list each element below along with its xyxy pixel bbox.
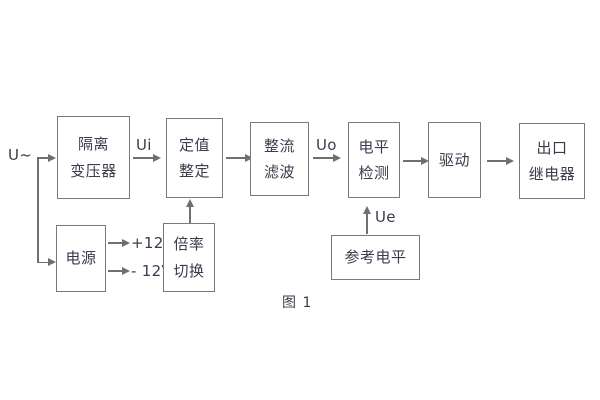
- block-isolation-transformer-line-1: 隔离: [77, 135, 109, 154]
- block-multiplier-switch-line-1: 倍率: [173, 235, 205, 254]
- block-output-relay-line-1: 出口: [536, 138, 568, 157]
- arrow-drive-to-relay-line: [487, 160, 508, 162]
- block-level-detection[interactable]: 电平 检测: [348, 122, 400, 198]
- arrow-drive-to-relay-head: [506, 156, 514, 165]
- block-setting-value-line-1: 定值: [178, 135, 210, 154]
- arrow-transformer-to-setting-head: [153, 153, 161, 162]
- block-rectify-filter-line-1: 整流: [263, 136, 295, 155]
- block-setting-value[interactable]: 定值 整定: [166, 118, 223, 198]
- arrow-level-to-drive-head: [421, 156, 429, 165]
- block-reference-level-line-1: 参考电平: [344, 248, 407, 267]
- block-drive[interactable]: 驱动: [428, 122, 481, 198]
- block-level-detection-line-2: 检测: [358, 164, 390, 182]
- arrow-transformer-to-setting-line: [133, 157, 155, 159]
- block-isolation-transformer-line-2: 变压器: [70, 161, 117, 180]
- arrow-setting-to-rectify-head: [245, 153, 253, 162]
- arrow-reference-to-level-line: [366, 213, 368, 234]
- input-voltage-label: Ui: [136, 136, 152, 154]
- block-isolation-transformer[interactable]: 隔离 变压器: [57, 116, 130, 199]
- source-voltage-label: U~: [8, 146, 33, 164]
- arrow-multiplier-to-setting-line: [189, 206, 191, 223]
- arrow-supply-negative-line: [108, 270, 124, 272]
- source-branch-trunk: [37, 157, 39, 263]
- arrow-rectify-to-level-line: [313, 157, 335, 159]
- figure-caption: 图 1: [282, 295, 313, 311]
- arrow-supply-positive-head: [122, 238, 130, 247]
- output-voltage-label: Uo: [316, 136, 337, 154]
- block-reference-level[interactable]: 参考电平: [331, 235, 420, 280]
- block-drive-line-1: 驱动: [438, 150, 470, 169]
- arrow-rectify-to-level-head: [333, 153, 341, 162]
- source-branch-bottom-arrow: [48, 258, 56, 266]
- arrow-reference-to-level-head: [362, 206, 371, 214]
- source-branch-bottom-line: [37, 261, 50, 263]
- block-multiplier-switch-line-2: 切换: [173, 261, 205, 280]
- block-rectify-filter-line-2: 滤波: [263, 163, 295, 181]
- supply-negative-label: - 12V: [131, 262, 173, 280]
- block-output-relay-line-2: 继电器: [528, 165, 576, 183]
- source-branch-top-line: [37, 157, 50, 159]
- block-multiplier-switch[interactable]: 倍率 切换: [163, 223, 215, 292]
- block-output-relay[interactable]: 出口 继电器: [519, 123, 585, 199]
- block-power-supply[interactable]: 电源: [56, 225, 106, 292]
- arrow-supply-negative-head: [122, 266, 130, 275]
- reference-voltage-label: Ue: [375, 208, 396, 226]
- arrow-setting-to-rectify-line: [226, 157, 247, 159]
- arrow-multiplier-to-setting-head: [185, 199, 194, 207]
- block-level-detection-line-1: 电平: [358, 137, 390, 156]
- block-setting-value-line-2: 整定: [178, 162, 210, 180]
- block-rectify-filter[interactable]: 整流 滤波: [250, 122, 309, 196]
- arrow-supply-positive-line: [108, 242, 124, 244]
- source-branch-top-arrow: [48, 153, 56, 162]
- arrow-level-to-drive-line: [403, 160, 423, 162]
- block-power-supply-line-1: 电源: [65, 249, 97, 268]
